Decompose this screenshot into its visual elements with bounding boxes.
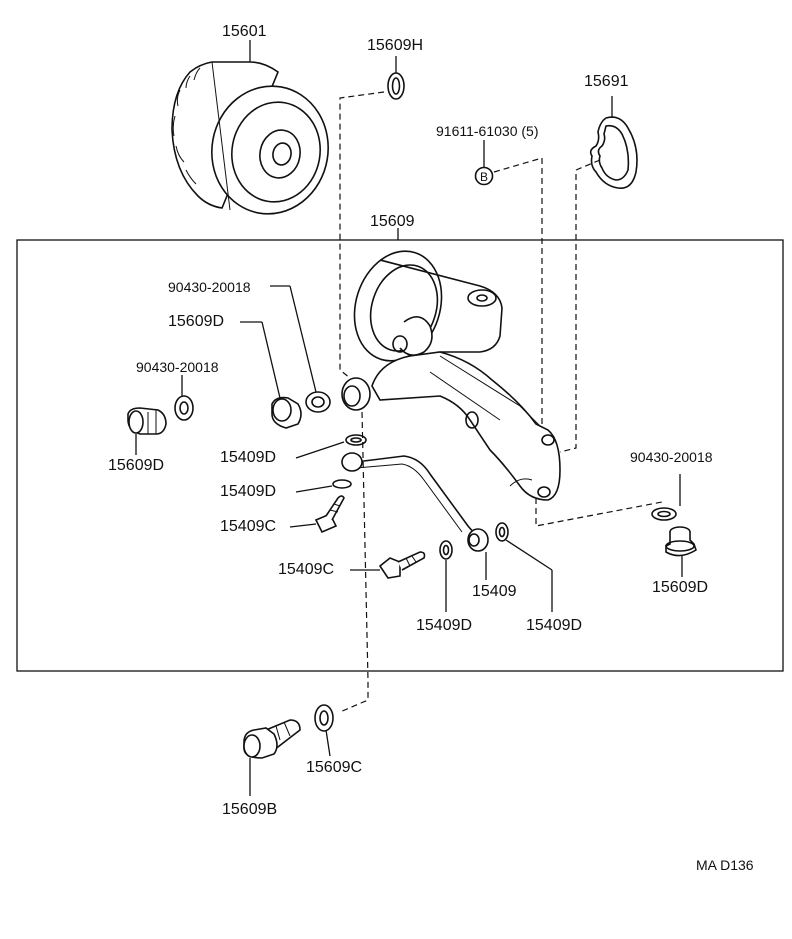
- gasket-90430-left: [174, 395, 194, 421]
- bolt-marker-letter: B: [480, 170, 488, 184]
- leader-dash-91611: [493, 157, 543, 430]
- oil-filter-bracket: [341, 250, 561, 501]
- label-bolt-91611: 91611-61030 (5): [436, 123, 539, 139]
- plug-15609d-left: [127, 407, 167, 435]
- leader-dash-right: [535, 498, 665, 527]
- label-pipe-bolt-b: 15409C: [278, 561, 335, 578]
- label-gasket-15691: 15691: [584, 73, 629, 90]
- gasket-15691: [589, 96, 638, 189]
- oil-filter: [171, 40, 329, 215]
- pipe-bolt-15409c-b: [378, 551, 426, 579]
- diagram-code: MA D136: [696, 857, 754, 873]
- label-gasket-90430-right: 90430-20018: [630, 449, 713, 465]
- label-union-15609b: 15609B: [222, 801, 278, 818]
- label-gasket-90430-upper: 90430-20018: [168, 279, 251, 295]
- union-15609d: [271, 396, 302, 429]
- label-union-15609d: 15609D: [168, 313, 225, 330]
- gasket-90430-right: [651, 507, 677, 521]
- label-plug-15609d-left: 15609D: [108, 457, 165, 474]
- gasket-15609c: [314, 704, 334, 732]
- label-oil-pipe: 15409: [472, 583, 517, 600]
- plug-15609d-right: [665, 526, 697, 557]
- label-pipe-gasket-c: 15409D: [416, 617, 473, 634]
- gasket-90430-upper: [305, 391, 331, 413]
- union-15609b: [243, 719, 301, 759]
- pipe-gasket-d: [495, 522, 509, 542]
- label-gasket-15609h: 15609H: [367, 37, 424, 54]
- leader-dash-691: [559, 159, 601, 453]
- label-bracket: 15609: [370, 213, 415, 230]
- pipe-bolt-15409c-a: [314, 495, 345, 534]
- label-pipe-gasket-d: 15409D: [526, 617, 583, 634]
- label-pipe-gasket-a: 15409D: [220, 449, 277, 466]
- pipe-gasket-mid: [332, 479, 352, 489]
- leader-dash-bottom: [339, 411, 369, 713]
- leader-dash-h: [339, 91, 385, 379]
- bolt-91611-marker: B: [474, 140, 494, 186]
- pipe-gasket-c: [439, 540, 453, 560]
- pipe-gasket-top: [345, 434, 367, 446]
- oil-pipe: [341, 452, 489, 552]
- label-plug-15609d-right: 15609D: [652, 579, 709, 596]
- label-gasket-90430-left: 90430-20018: [136, 359, 219, 375]
- label-oil-filter: 15601: [222, 23, 267, 40]
- label-pipe-bolt-a: 15409C: [220, 518, 277, 535]
- gasket-15609h: [387, 56, 405, 100]
- label-pipe-gasket-b: 15409D: [220, 483, 277, 500]
- label-gasket-15609c: 15609C: [306, 759, 363, 776]
